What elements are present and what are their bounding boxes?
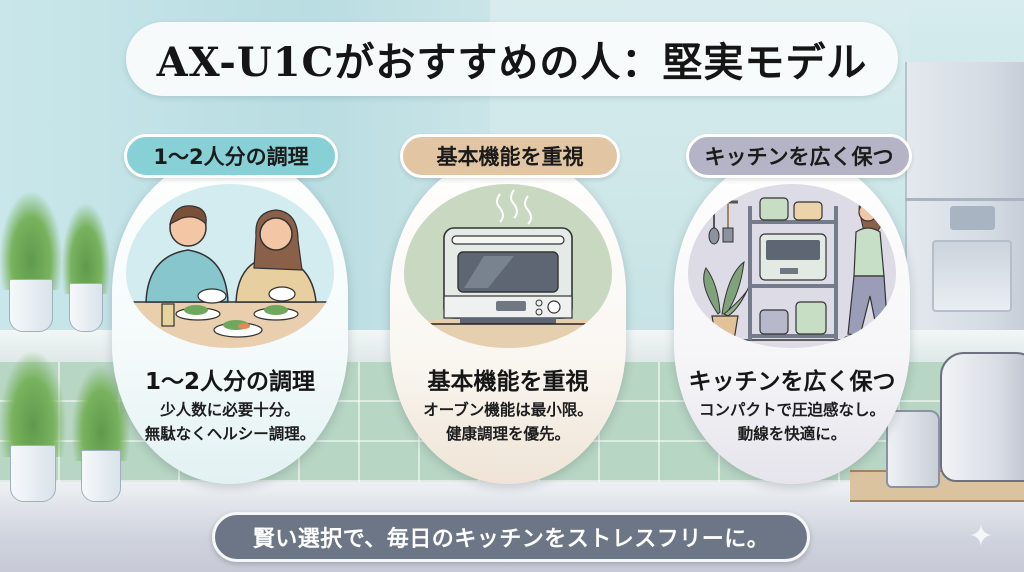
card-heading: 1〜2人分の調理 <box>144 369 315 395</box>
card-description: コンパクトで圧迫感なし。 動線を快適に。 <box>670 398 914 446</box>
card-description-line: 少人数に必要十分。 <box>160 401 300 419</box>
card-description: オーブン機能は最小限。 健康調理を優先。 <box>386 398 630 446</box>
refrigerator-door-seam <box>905 198 1024 201</box>
card-description-line: コンパクトで圧迫感なし。 <box>698 401 885 419</box>
footer-banner: 賢い選択で、毎日のキッチンをストレスフリーに。 <box>212 512 810 562</box>
card-heading: 基本機能を重視 <box>427 369 589 395</box>
card-description-line: 健康調理を優先。 <box>445 425 570 443</box>
card-description-line: オーブン機能は最小限。 <box>423 401 593 419</box>
couple-eating-illustration-icon <box>126 184 334 348</box>
feature-card-spacious-kitchen: キッチンを広く保つ <box>670 134 914 484</box>
refrigerator-panel <box>950 206 995 230</box>
card-heading: キッチンを広く保つ <box>688 369 896 395</box>
card-description: 少人数に必要十分。 無駄なくヘルシー調理。 <box>108 398 352 446</box>
kitchen-rack-walking-illustration-icon <box>688 184 896 348</box>
herb-plant-icon <box>0 352 66 502</box>
card-description-line: 無駄なくヘルシー調理。 <box>144 425 316 443</box>
feature-card-basic-functions: 基本機能を重視 基本機能を重視 オーブン機能は最小限。 健康調理を優先。 <box>386 134 630 484</box>
card-description-line: 動線を快適に。 <box>737 425 847 443</box>
title-banner: AX-U1Cがおすすめの人：堅実モデル <box>126 22 898 96</box>
steam-oven-illustration-icon <box>404 184 612 348</box>
sparkle-icon: ✦ <box>968 519 994 554</box>
storage-jar <box>886 410 940 488</box>
herb-plant-icon <box>62 204 110 332</box>
refrigerator-water-dispenser <box>932 240 1012 312</box>
feature-card-small-portions: 1〜2人分の調理 1〜2人分の調理 少人数に必要十分。 <box>108 134 352 484</box>
footer-tagline: 賢い選択で、毎日のキッチンをストレスフリーに。 <box>252 527 770 552</box>
card-tag: 基本機能を重視 <box>400 134 620 178</box>
card-tag: 1〜2人分の調理 <box>124 134 338 178</box>
page-title: AX-U1Cがおすすめの人：堅実モデル <box>156 39 868 86</box>
herb-plant-icon <box>0 192 62 332</box>
card-tag: キッチンを広く保つ <box>686 134 912 178</box>
rice-cooker <box>940 352 1024 482</box>
